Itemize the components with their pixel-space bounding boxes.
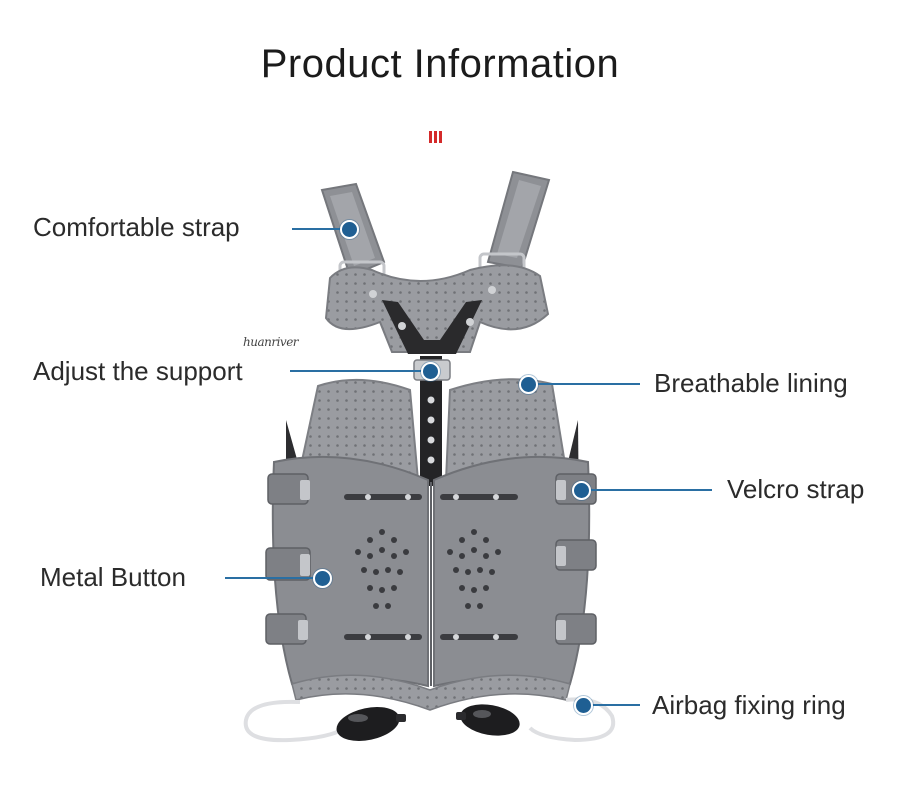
callout-adjust-support: Adjust the support — [33, 356, 243, 386]
leader-line — [588, 704, 640, 706]
marker-dot — [519, 375, 538, 394]
ventilation-holes — [355, 529, 501, 609]
leader-line — [586, 489, 712, 491]
callout-comfortable-strap: Comfortable strap — [33, 212, 240, 242]
marker-dot — [572, 481, 591, 500]
callout-breathable-lining: Breathable lining — [654, 368, 848, 398]
marker-dot — [574, 696, 593, 715]
pump-bulb-right — [460, 704, 520, 736]
marker-dot — [421, 362, 440, 381]
leader-line — [534, 383, 640, 385]
leader-line — [292, 228, 344, 230]
brand-watermark: huanriver — [243, 335, 299, 349]
marker-dot — [340, 220, 359, 239]
pump-bulb-left — [336, 706, 400, 742]
shoulder-strap-right — [478, 170, 551, 276]
chest-plate — [324, 264, 550, 353]
callout-airbag-ring: Airbag fixing ring — [652, 690, 846, 720]
callout-velcro-strap: Velcro strap — [727, 474, 865, 504]
marker-dot — [313, 569, 332, 588]
inner-lining — [298, 378, 420, 482]
leader-line — [225, 577, 317, 579]
red-tick-icon — [428, 131, 442, 143]
leader-line — [290, 370, 425, 372]
callout-metal-button: Metal Button — [40, 562, 186, 592]
page-title: Product Information — [260, 42, 620, 86]
